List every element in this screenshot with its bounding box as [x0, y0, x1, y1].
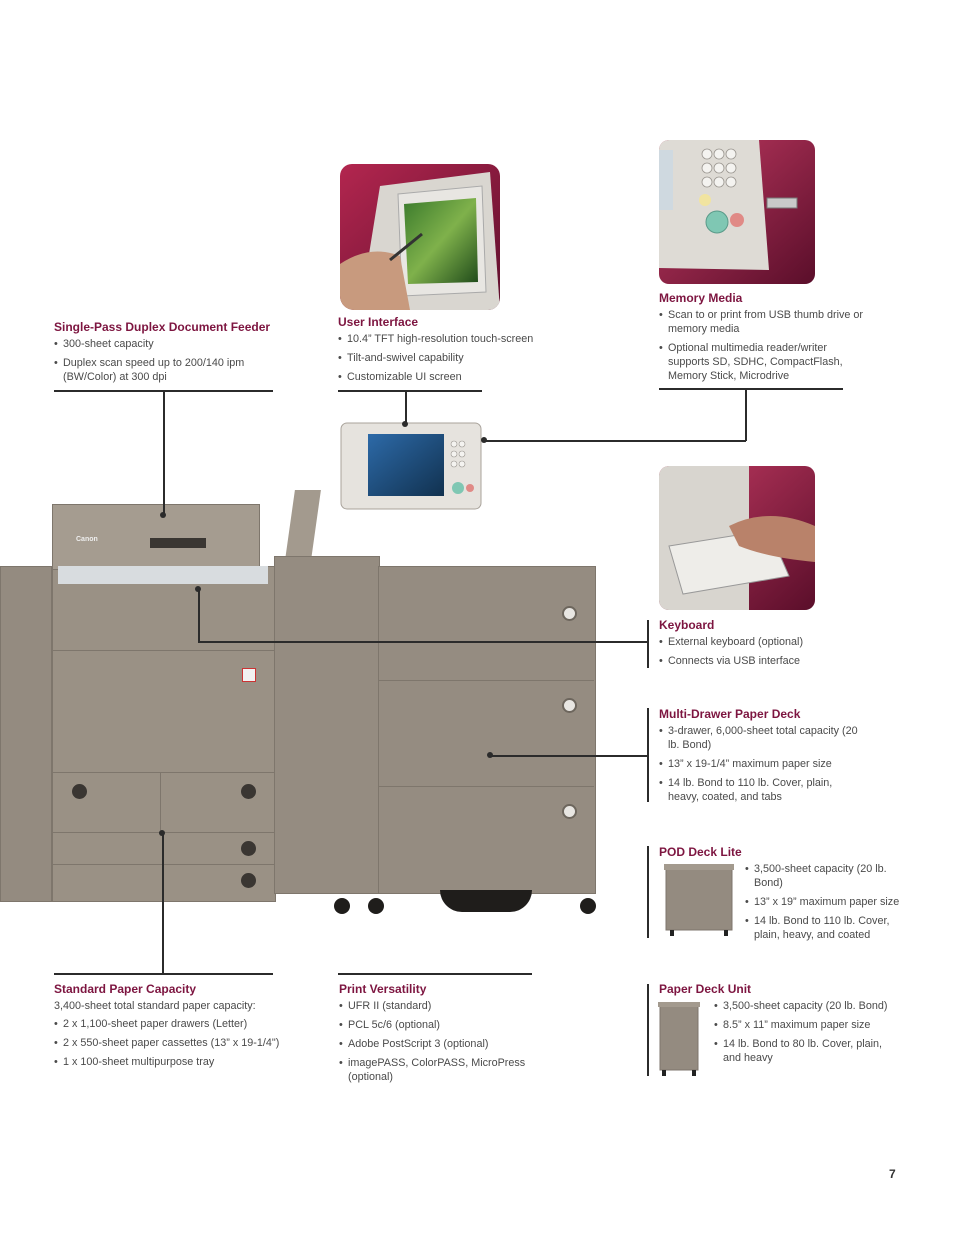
- pod-deck-title: POD Deck Lite: [659, 845, 742, 859]
- list-item: 300-sheet capacity: [54, 337, 279, 351]
- duplex-feeder-title: Single-Pass Duplex Document Feeder: [54, 320, 271, 334]
- memory-media-block: Memory Media Scan to or print from USB t…: [659, 291, 864, 388]
- list-item: Tilt-and-swivel capability: [338, 351, 568, 365]
- pod-deck-title-wrap: POD Deck Lite: [659, 845, 742, 862]
- keyboard-block: Keyboard External keyboard (optional) Co…: [659, 618, 864, 673]
- memory-media-photo: [659, 140, 815, 284]
- paper-deck-title: Multi-Drawer Paper Deck: [659, 707, 801, 721]
- list-item: 14 lb. Bond to 80 lb. Cover, plain, and …: [714, 1037, 894, 1065]
- list-item: 1 x 100-sheet multipurpose tray: [54, 1055, 314, 1069]
- paper-deck-unit-photo: [656, 998, 702, 1078]
- list-item: UFR II (standard): [339, 999, 554, 1013]
- paper-deck-unit-title-wrap: Paper Deck Unit: [659, 982, 751, 999]
- pod-deck-block: 3,500-sheet capacity (20 lb. Bond) 13” x…: [745, 862, 905, 947]
- list-item: 14 lb. Bond to 110 lb. Cover, plain, hea…: [659, 776, 864, 804]
- printer-illustration: Canon: [0, 420, 610, 940]
- list-item: 3,500-sheet capacity (20 lb. Bond): [714, 999, 894, 1013]
- list-item: 13” x 19” maximum paper size: [745, 895, 905, 909]
- standard-capacity-title: Standard Paper Capacity: [54, 982, 197, 996]
- list-item: 8.5” x 11” maximum paper size: [714, 1018, 894, 1032]
- list-item: External keyboard (optional): [659, 635, 864, 649]
- list-item: Connects via USB interface: [659, 654, 864, 668]
- list-item: PCL 5c/6 (optional): [339, 1018, 554, 1032]
- list-item: Adobe PostScript 3 (optional): [339, 1037, 554, 1051]
- standard-capacity-block: Standard Paper Capacity 3,400-sheet tota…: [54, 982, 314, 1074]
- list-item: 3-drawer, 6,000-sheet total capacity (20…: [659, 724, 864, 752]
- list-item: Customizable UI screen: [338, 370, 568, 384]
- list-item: 14 lb. Bond to 110 lb. Cover, plain, hea…: [745, 914, 905, 942]
- user-interface-block: User Interface 10.4” TFT high-resolution…: [338, 315, 568, 389]
- canon-logo: Canon: [76, 536, 98, 543]
- list-item: Optional multimedia reader/writer suppor…: [659, 341, 864, 383]
- paper-deck-block: Multi-Drawer Paper Deck 3-drawer, 6,000-…: [659, 707, 864, 809]
- user-interface-photo: [340, 164, 500, 310]
- print-versatility-title: Print Versatility: [339, 982, 427, 996]
- paper-deck-unit-title: Paper Deck Unit: [659, 982, 752, 996]
- list-item: 10.4” TFT high-resolution touch-screen: [338, 332, 568, 346]
- standard-capacity-subtitle: 3,400-sheet total standard paper capacit…: [54, 1000, 256, 1012]
- paper-deck-unit-block: 3,500-sheet capacity (20 lb. Bond) 8.5” …: [714, 999, 894, 1070]
- list-item: 13” x 19-1/4” maximum paper size: [659, 757, 864, 771]
- page-number: 7: [889, 1167, 896, 1181]
- pod-deck-photo: [658, 858, 740, 938]
- list-item: 2 x 1,100-sheet paper drawers (Letter): [54, 1017, 314, 1031]
- ui-panel-illustration: [340, 422, 482, 510]
- duplex-feeder-block: Single-Pass Duplex Document Feeder 300-s…: [54, 320, 279, 389]
- keyboard-photo: [659, 466, 815, 610]
- list-item: Duplex scan speed up to 200/140 ipm (BW/…: [54, 356, 279, 384]
- list-item: 2 x 550-sheet paper cassettes (13” x 19-…: [54, 1036, 314, 1050]
- list-item: 3,500-sheet capacity (20 lb. Bond): [745, 862, 905, 890]
- list-item: Scan to or print from USB thumb drive or…: [659, 308, 864, 336]
- list-item: imagePASS, ColorPASS, MicroPress (option…: [339, 1056, 554, 1084]
- user-interface-title: User Interface: [338, 315, 419, 329]
- memory-media-title: Memory Media: [659, 291, 743, 305]
- print-versatility-block: Print Versatility UFR II (standard) PCL …: [339, 982, 554, 1089]
- keyboard-title: Keyboard: [659, 618, 715, 632]
